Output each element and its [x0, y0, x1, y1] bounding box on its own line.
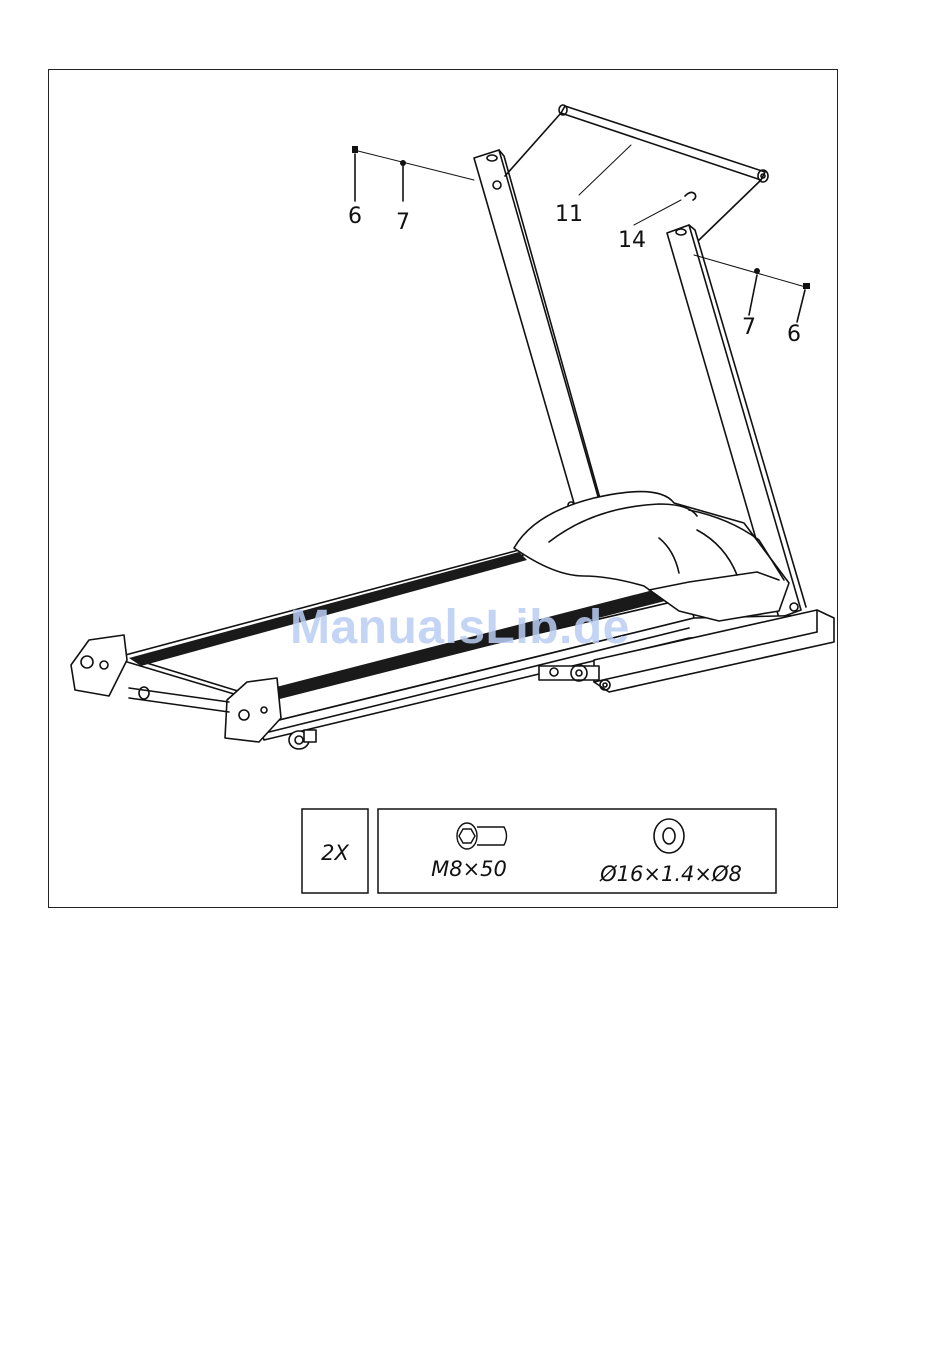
callout-14-leader: [634, 200, 681, 225]
callout-left-screw: 6: [348, 204, 362, 229]
callout-left-washer: 7: [396, 210, 410, 235]
callout-11-leader: [579, 145, 631, 195]
washer-label: Ø16×1.4×Ø8: [599, 862, 742, 886]
assembly-figure: 6 7 11 14 7 6 2X M8×50 Ø16×1.4×Ø8: [48, 69, 838, 908]
watermark: ManualsLib.de: [290, 600, 670, 655]
treadmill-drawing: 6 7 11 14 7 6 2X M8×50 Ø16×1.4×Ø8: [49, 70, 839, 909]
left-hardware: [352, 146, 474, 201]
bolt-label: M8×50: [431, 857, 507, 881]
callout-crossbar: 11: [555, 202, 583, 227]
crossbar: [505, 105, 768, 240]
hardware-legend: 2X M8×50 Ø16×1.4×Ø8: [302, 809, 776, 893]
callout-right-washer: 7: [742, 315, 756, 340]
quantity-label: 2X: [321, 841, 349, 865]
callout-right-screw: 6: [787, 322, 801, 347]
callout-cable: 14: [618, 228, 646, 253]
cable: [685, 192, 696, 200]
wheels: [289, 730, 316, 749]
